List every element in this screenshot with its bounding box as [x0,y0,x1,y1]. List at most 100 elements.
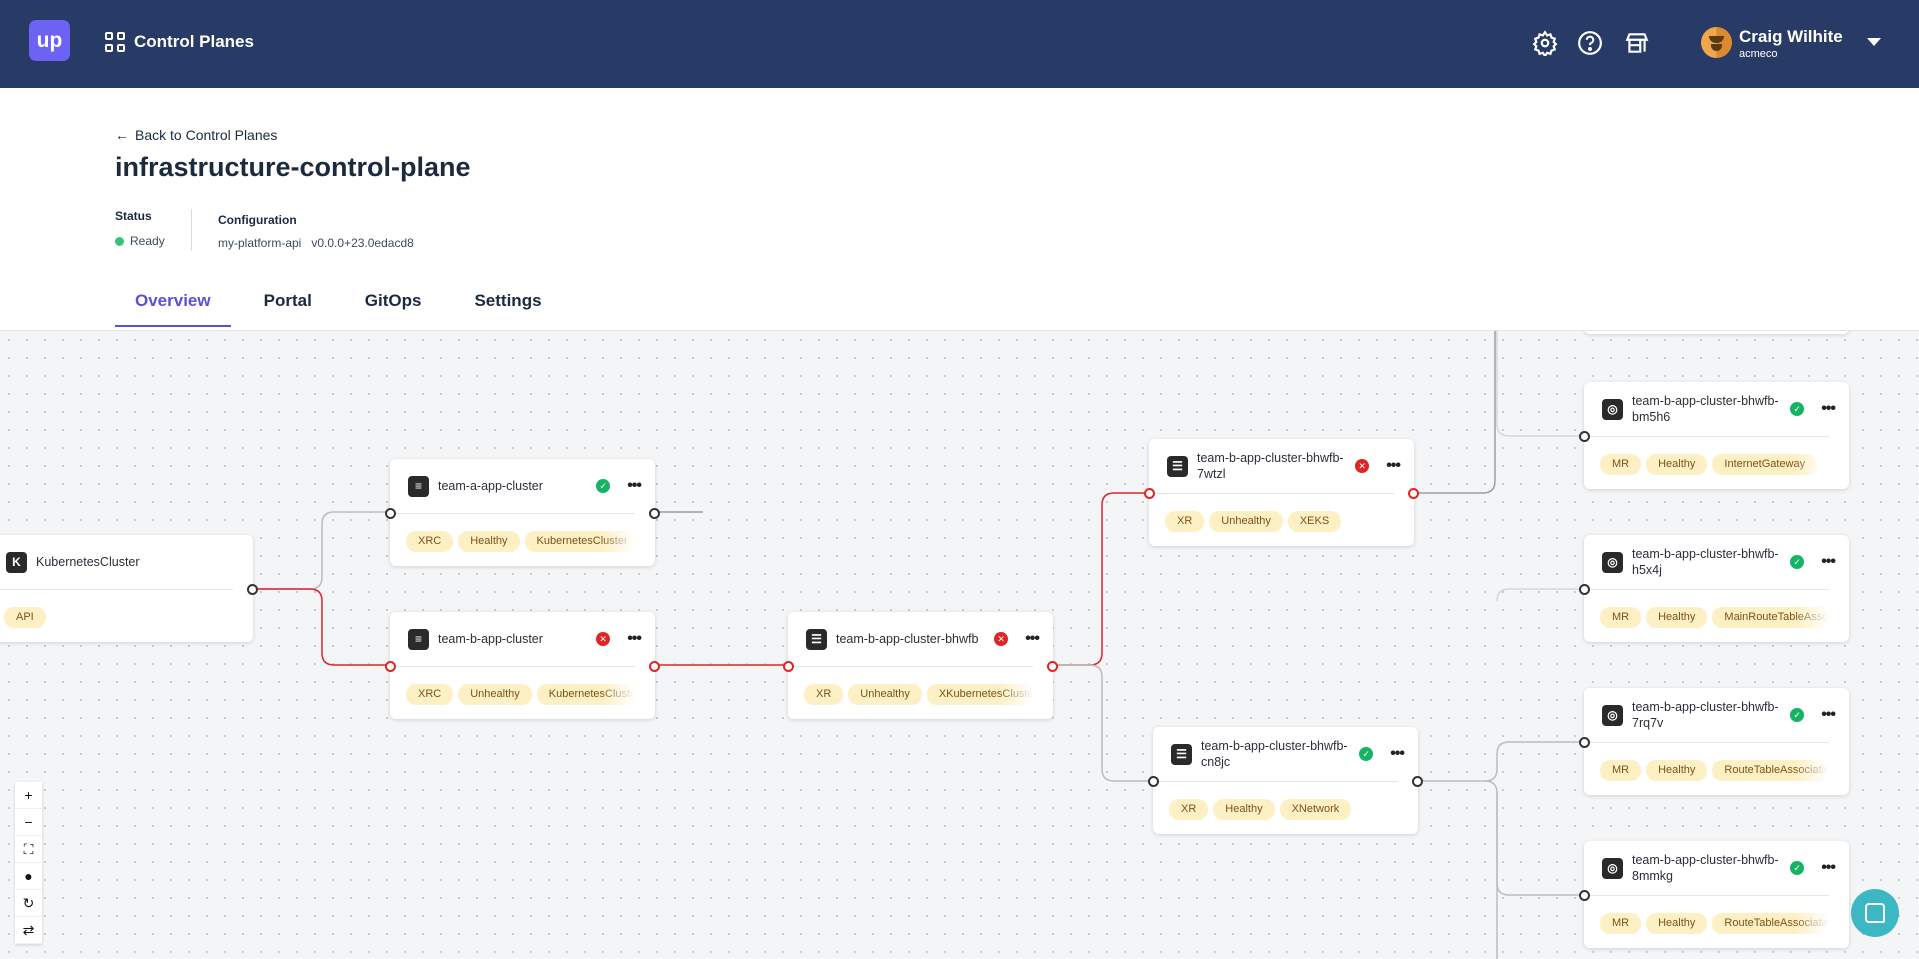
tab-settings[interactable]: Settings [474,291,542,310]
node-tag: MR [1600,454,1642,475]
node-input-handle[interactable] [385,661,396,672]
healthy-check-icon: ✓ [596,479,611,493]
node-tag: Unhealthy [458,684,532,705]
configuration-name[interactable]: my-platform-api [218,236,302,250]
marketplace-icon[interactable] [1624,30,1650,56]
back-link[interactable]: ← Back to Control Planes [115,127,277,143]
more-options-icon[interactable]: ••• [1821,706,1836,723]
help-icon[interactable] [1577,30,1603,56]
user-name[interactable]: Craig Wilhite [1739,27,1843,46]
tab-portal[interactable]: Portal [263,291,312,310]
node-divider [1584,436,1829,437]
gear-icon[interactable] [1532,30,1558,56]
lock-button[interactable]: ● [15,863,42,890]
refresh-button[interactable]: ↻ [15,890,42,917]
healthy-check-icon: ✓ [1790,861,1805,875]
fit-view-button[interactable]: ⛶ [15,836,42,863]
node-tag: Healthy [1646,760,1708,781]
chevron-down-icon[interactable] [1867,38,1881,46]
node-input-handle[interactable] [1579,737,1590,748]
node-tag: Unhealthy [848,684,922,705]
more-options-icon[interactable]: ••• [1821,400,1836,417]
node-tag: XR [1169,799,1209,820]
arrow-left-icon: ← [115,127,129,143]
node-input-handle[interactable] [1579,431,1590,442]
healthy-check-icon: ✓ [1790,402,1805,416]
node-input-handle[interactable] [1144,488,1155,499]
control-planes-nav[interactable]: Control Planes [105,32,254,52]
node-input-handle[interactable] [1579,890,1590,901]
sync-button[interactable]: ⇄ [15,917,42,944]
node-name: KubernetesCluster [36,555,140,569]
more-options-icon[interactable]: ••• [627,477,642,494]
node-header: ☰team-b-app-cluster-bhwfb✕••• [806,612,1040,666]
node-output-handle[interactable] [649,508,660,519]
edge [1414,331,1496,494]
more-options-icon[interactable]: ••• [1821,859,1836,876]
edge [1484,780,1584,896]
node-input-handle[interactable] [1579,584,1590,595]
graph-edges [257,331,1584,959]
node-output-handle[interactable] [1412,776,1423,787]
chat-button[interactable] [1851,889,1899,937]
more-options-icon[interactable]: ••• [1821,553,1836,570]
node-tag: XKubernetesCluster [926,684,1033,705]
tab-gitops[interactable]: GitOps [364,291,422,310]
unhealthy-x-icon: ✕ [1355,459,1370,473]
node-tag: XNetwork [1279,799,1352,820]
node-tag: MR [1600,760,1642,781]
zoom-in-button[interactable]: + [15,782,42,809]
node-divider [1153,781,1398,782]
page-title: infrastructure-control-plane [115,152,471,182]
upbound-logo[interactable]: up [29,20,70,61]
node-name: team-b-app-cluster [438,632,543,646]
target-icon: ◎ [1602,398,1623,420]
configuration-value: my-platform-api v0.0.0+23.0edacd8 [218,236,414,250]
status-label: Status [115,209,152,223]
node-divider [390,513,635,514]
node-input-handle[interactable] [1148,776,1159,787]
node-tag: XEKS [1287,511,1342,532]
divider [191,209,192,251]
more-options-icon[interactable]: ••• [1386,457,1401,474]
node-input-handle[interactable] [385,508,396,519]
status-dot [115,237,124,246]
target-icon: ◎ [1602,704,1623,726]
node-name: team-b-app-cluster-bhwfb-h5x4j [1632,547,1779,577]
node-name: team-b-app-cluster-bhwfb [836,632,979,646]
healthy-check-icon: ✓ [1790,555,1805,569]
node-divider [390,666,635,667]
zoom-controls: + − ⛶ ● ↻ ⇄ [15,782,42,944]
node-output-handle[interactable] [649,661,660,672]
more-options-icon[interactable]: ••• [1025,630,1040,647]
node-output-handle[interactable] [1047,661,1058,672]
node-output-handle[interactable] [247,584,258,595]
tab-bar: Overview Portal GitOps Settings [115,291,575,327]
more-options-icon[interactable]: ••• [627,630,642,647]
zoom-out-button[interactable]: − [15,809,42,836]
node-name: team-b-app-cluster-bhwfb-7wtzl [1197,451,1344,481]
app-title: Control Planes [134,32,254,51]
node-tag: Healthy [1646,607,1708,628]
node-output-handle[interactable] [1408,488,1419,499]
more-options-icon[interactable]: ••• [1390,745,1405,762]
node-tag: Healthy [1646,913,1708,934]
avatar[interactable] [1701,27,1732,58]
node-input-handle[interactable] [783,661,794,672]
graph-node[interactable] [1584,331,1849,334]
node-tag: Healthy [458,531,520,552]
tab-overview[interactable]: Overview [115,291,231,327]
